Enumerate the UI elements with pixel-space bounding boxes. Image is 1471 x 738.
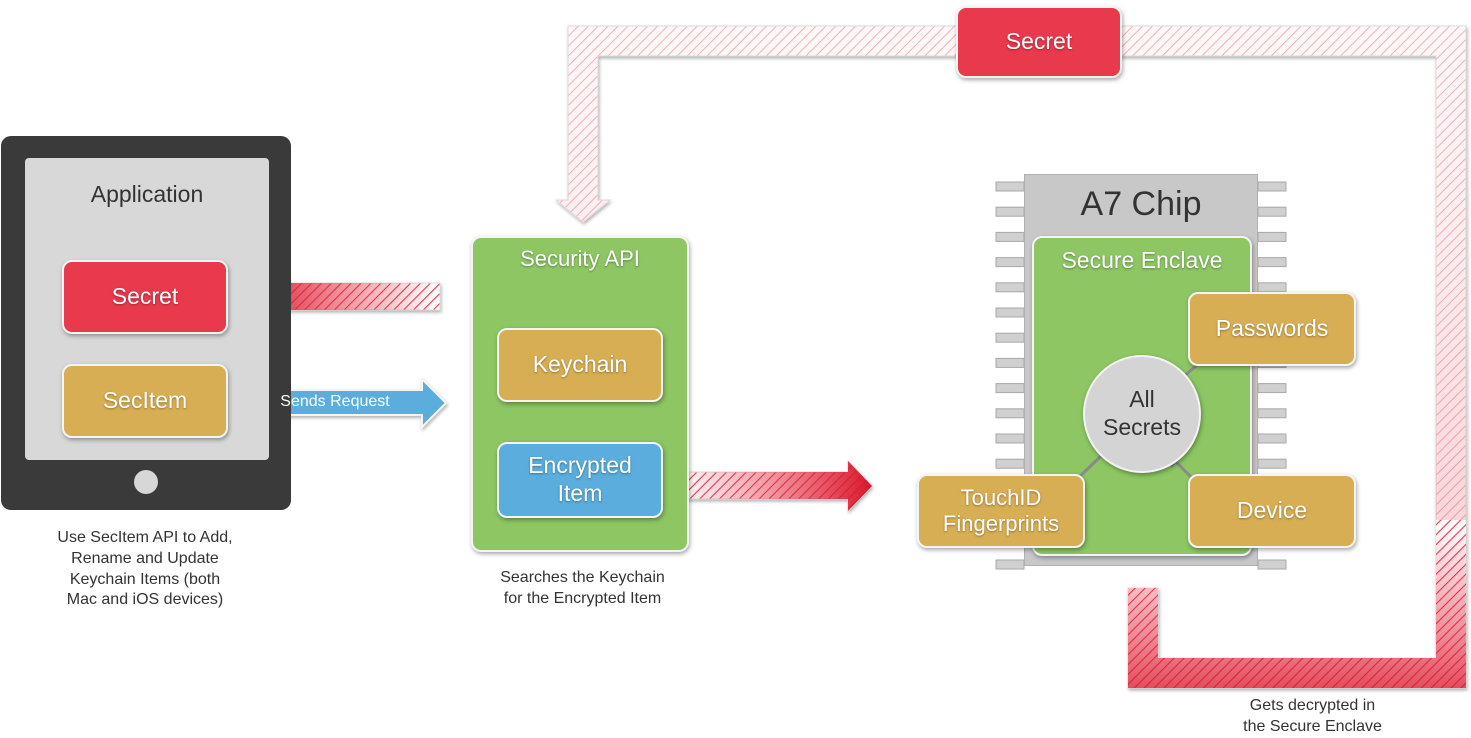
sends-request-label: Sends Request [280,393,390,410]
chip-pin-left [995,181,1025,192]
chip-pin-left [995,231,1025,242]
return-loop [554,25,1467,689]
enclave-caption: Gets decrypted in the Secure Enclave [1210,696,1415,738]
device-caption: Use SecItem API to Add, Rename and Updat… [20,528,270,611]
passwords-box: Passwords [1188,292,1356,366]
chip-pin-right [1257,433,1287,444]
chip-pin-left [995,408,1025,419]
chip-pin-left [995,559,1025,570]
chip-pin-right [1257,408,1287,419]
all-secrets-line: All [1129,386,1155,413]
secitem-box: SecItem [62,364,228,438]
app-secret-box: Secret [62,260,228,334]
chip-pin-right [1257,458,1287,469]
home-button [134,470,158,494]
chip-pin-right [1257,181,1287,192]
device-caption-line: Rename and Update [71,549,219,567]
top-secret-box: Secret [956,6,1122,78]
touchid-box: TouchID Fingerprints [917,474,1085,548]
chip-pin-right [1257,282,1287,293]
device-caption-line: Keychain Items (both [69,570,221,588]
chip-pin-left [995,332,1025,343]
chip-pin-left [995,206,1025,217]
enclave-caption-line: the Secure Enclave [1243,717,1382,735]
device-caption-line: Use SecItem API to Add, [57,529,233,546]
return-arrow-left [245,270,441,324]
device-caption-line: Mac and iOS devices) [66,591,224,609]
encrypted-item-box: Encrypted Item [497,442,663,518]
all-secrets-line: Secrets [1103,414,1181,440]
device-box: Device [1188,474,1356,548]
chip-pin-left [995,307,1025,318]
chip-pin-left [995,357,1025,368]
application-title: Application [90,181,204,207]
touchid-line: TouchID [960,484,1042,510]
a7-chip-title: A7 Chip [1080,185,1202,223]
encrypted-item-line: Item [557,480,603,506]
chip-pin-right [1257,231,1287,242]
chip-pin-left [995,257,1025,268]
chip-pin-right [1257,257,1287,268]
chip-pin-right [1257,206,1287,217]
security-api-caption: Searches the Keychain for the Encrypted … [470,568,695,610]
chip-pin-left [995,383,1025,394]
touchid-line: Fingerprints [942,511,1060,536]
chip-pin-right [1257,559,1287,570]
encrypted-item-line: Encrypted [528,452,632,479]
enclave-caption-line: Gets decrypted in [1249,697,1376,714]
all-secrets-circle: All Secrets [1083,355,1201,473]
to-enclave-arrow [675,459,873,513]
chip-pin-left [995,458,1025,469]
security-api-caption-line: Searches the Keychain [500,569,665,586]
security-api-caption-line: for the Encrypted Item [503,589,662,607]
chip-pin-left [995,282,1025,293]
keychain-box: Keychain [497,328,663,402]
secure-enclave-title: Secure Enclave [1061,247,1223,273]
security-api-title: Security API [520,246,640,271]
chip-pin-right [1257,383,1287,394]
chip-pin-left [995,433,1025,444]
